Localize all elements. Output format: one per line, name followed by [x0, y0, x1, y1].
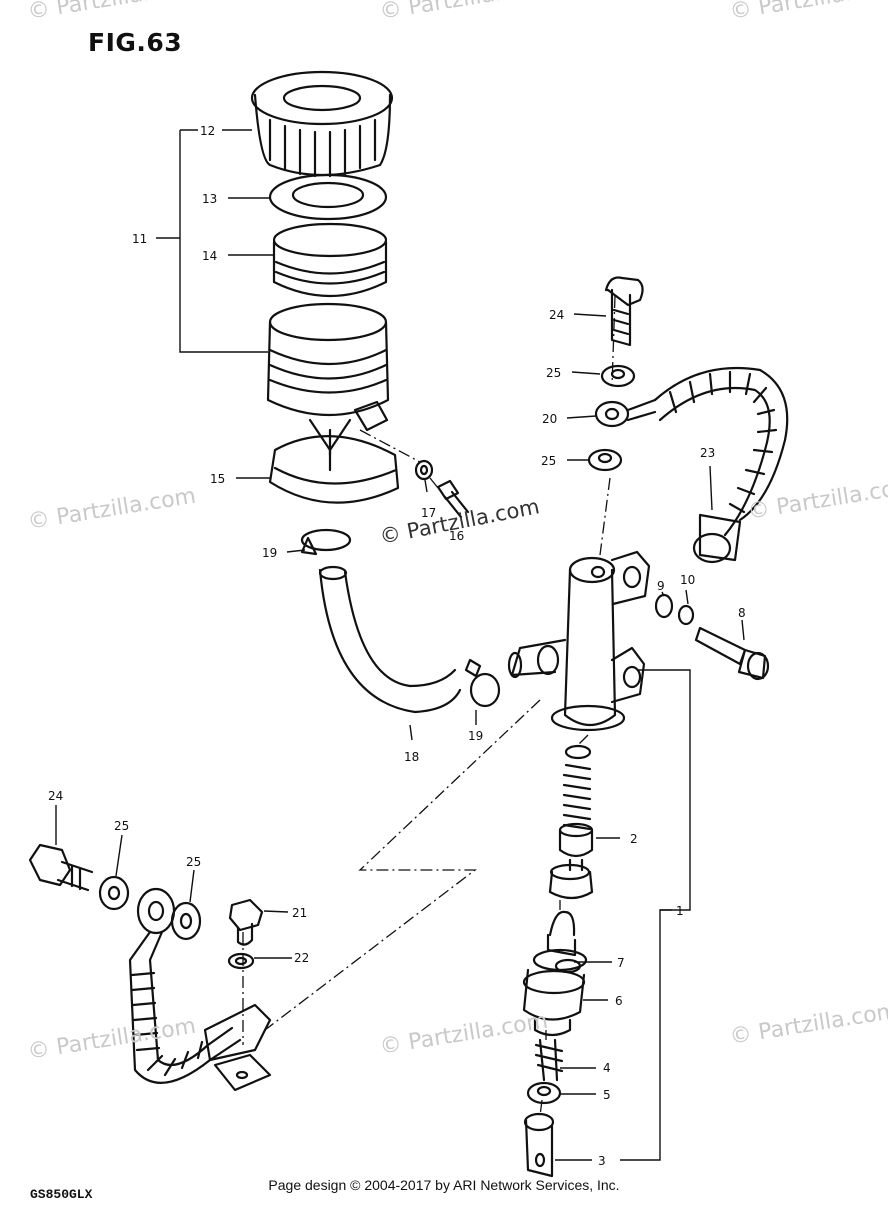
callout-19b: 19	[468, 729, 483, 743]
callout-15: 15	[210, 472, 225, 486]
model-code: GS850GLX	[30, 1187, 93, 1202]
washer-part	[414, 459, 434, 481]
callout-1: 1	[676, 904, 684, 918]
callout-24b: 24	[48, 789, 63, 803]
callout-23: 23	[700, 446, 715, 460]
callout-6: 6	[615, 994, 623, 1008]
reservoir-band-part	[268, 428, 400, 504]
lock-nut-part	[526, 1081, 562, 1105]
bracket-washer-part	[227, 952, 255, 970]
diaphragm-part	[272, 222, 388, 297]
reservoir-cap-part	[250, 70, 394, 178]
brake-hose-part	[653, 366, 789, 564]
washer-25-top-part	[600, 364, 636, 388]
master-cylinder-body-part	[507, 550, 651, 732]
bracket-bolt-part	[228, 898, 264, 946]
callout-13: 13	[202, 192, 217, 206]
callout-16: 16	[449, 529, 464, 543]
callout-12: 12	[200, 124, 215, 138]
callout-11: 11	[132, 232, 147, 246]
callout-25b: 25	[541, 454, 556, 468]
leader-lines	[55, 129, 745, 1161]
callout-22: 22	[294, 951, 309, 965]
washer-9-part	[654, 593, 674, 619]
footer-copyright: Page design © 2004-2017 by ARI Network S…	[268, 1177, 620, 1193]
callout-8: 8	[738, 606, 746, 620]
callout-17: 17	[421, 506, 436, 520]
callout-2: 2	[630, 832, 638, 846]
callout-25c: 25	[114, 819, 129, 833]
washer-25-lower-left-part	[98, 875, 130, 911]
callout-25d: 25	[186, 855, 201, 869]
lower-brake-hose-part	[128, 887, 272, 1092]
bolt-8-part	[694, 626, 770, 681]
washer-10-part	[677, 604, 695, 626]
callout-9: 9	[657, 579, 665, 593]
callout-25a: 25	[546, 366, 561, 380]
callout-14: 14	[202, 249, 217, 263]
reservoir-hose-part	[318, 565, 462, 714]
callout-24a: 24	[549, 308, 564, 322]
callout-5: 5	[603, 1088, 611, 1102]
hose-clamp-part	[300, 528, 352, 556]
callout-21: 21	[292, 906, 307, 920]
adjuster-rod-part	[534, 1038, 564, 1082]
cap-seal-part	[268, 173, 388, 221]
banjo-bolt-top-part	[604, 276, 644, 347]
callout-10: 10	[680, 573, 695, 587]
hose-clamp-lower-part	[464, 658, 501, 708]
callout-19a: 19	[262, 546, 277, 560]
callout-18: 18	[404, 750, 419, 764]
union-fitting-part	[594, 398, 657, 428]
banjo-bolt-bottom-part	[28, 843, 94, 892]
callout-3: 3	[598, 1154, 606, 1168]
piston-assembly-part	[548, 744, 594, 900]
reservoir-body-part	[266, 302, 390, 472]
callout-labels: 1 2 3 4 5 6 7 8 9 10 11 12 13 14 15 16 1…	[48, 124, 746, 1168]
clevis-part	[523, 1112, 555, 1178]
figure-title: FIG.63	[88, 28, 183, 57]
callout-20: 20	[542, 412, 557, 426]
screw-part	[436, 479, 470, 519]
washer-25-mid-part	[587, 448, 623, 472]
assembly-centerlines	[242, 295, 616, 1117]
callout-4: 4	[603, 1061, 611, 1075]
callout-7: 7	[617, 956, 625, 970]
washer-25-lower-right-part	[170, 901, 202, 941]
push-rod-assembly-part	[522, 910, 588, 1037]
